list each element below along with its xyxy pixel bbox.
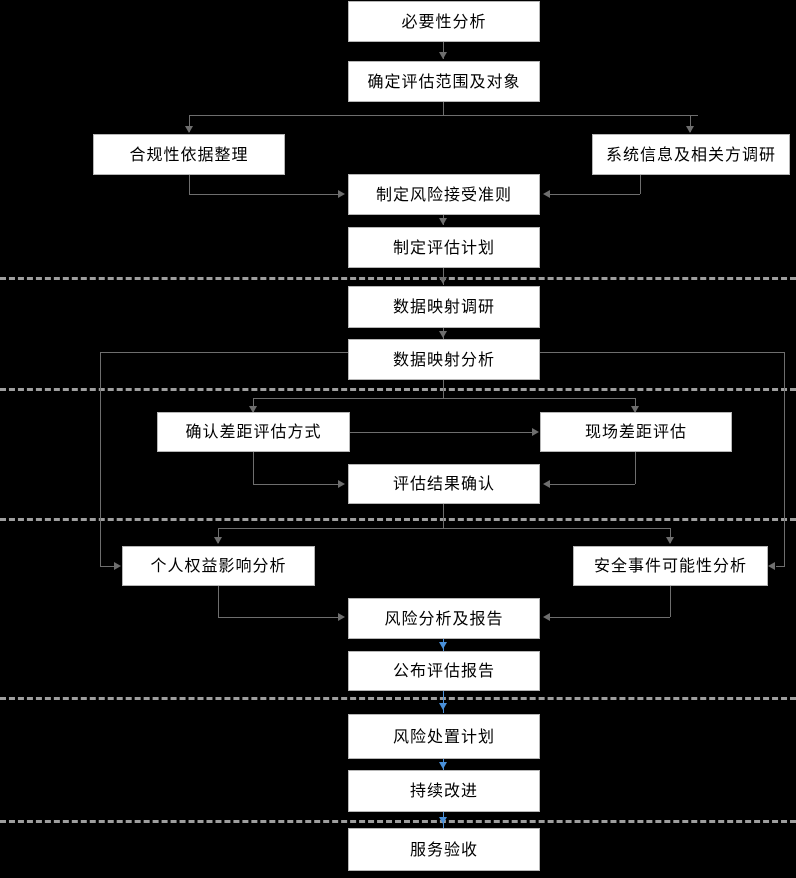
connector-bus-to-onsite xyxy=(635,398,636,412)
node-personal-rights-impact[interactable]: 个人权益影响分析 xyxy=(122,546,315,586)
node-confirm-results[interactable]: 评估结果确认 xyxy=(348,464,540,504)
connector-loop-right-vertical xyxy=(784,352,785,566)
arrowhead-security-to-riskreport xyxy=(543,613,550,621)
phase-separator-3 xyxy=(0,518,796,521)
arrowhead-onsite-to-results xyxy=(543,480,550,488)
arrowhead-riskreport-to-publish xyxy=(439,642,447,649)
arrowhead-loop-left-to-rights xyxy=(114,562,121,570)
arrowhead-gapmethod-to-results xyxy=(338,480,345,488)
arrowhead-bus-to-onsite xyxy=(631,406,639,413)
arrowhead-improvement-to-acceptance xyxy=(439,817,447,824)
connector-bus-to-compliance xyxy=(189,115,190,132)
node-necessity-analysis[interactable]: 必要性分析 xyxy=(348,1,540,42)
node-risk-acceptance-criteria[interactable]: 制定风险接受准则 xyxy=(348,174,540,215)
arrowhead-rights-to-riskreport xyxy=(338,613,345,621)
arrowhead-criteria-to-plan xyxy=(439,218,447,225)
connector-onsite-to-results xyxy=(550,484,635,485)
connector-security-to-riskreport xyxy=(550,617,670,618)
phase-separator-5 xyxy=(0,820,796,823)
connector-bus-to-systeminfo xyxy=(690,115,691,132)
arrowhead-mapping-survey-to-analysis xyxy=(439,331,447,338)
connector-bus-to-rights xyxy=(218,528,219,543)
arrowhead-gapmethod-to-onsite xyxy=(532,428,539,436)
connector-bus-to-gapmethod xyxy=(253,398,254,412)
node-compliance-basis[interactable]: 合规性依据整理 xyxy=(93,134,285,175)
connector-results-down xyxy=(443,504,444,528)
connector-gapmethod-to-onsite xyxy=(350,432,533,433)
node-assessment-plan[interactable]: 制定评估计划 xyxy=(348,227,540,268)
connector-publish-to-treatment xyxy=(443,691,444,713)
node-publish-report[interactable]: 公布评估报告 xyxy=(348,651,540,691)
connector-risk-bus xyxy=(218,528,670,529)
connector-rights-down xyxy=(218,586,219,617)
connector-bus-to-security xyxy=(670,528,671,543)
node-risk-treatment-plan[interactable]: 风险处置计划 xyxy=(348,714,540,759)
arrowhead-bus-to-rights xyxy=(214,537,222,544)
node-data-mapping-analysis[interactable]: 数据映射分析 xyxy=(348,339,540,380)
arrowhead-necessity-to-scope xyxy=(439,52,447,59)
node-security-incident-likelihood[interactable]: 安全事件可能性分析 xyxy=(573,546,768,586)
arrowhead-bus-to-gapmethod xyxy=(249,406,257,413)
connector-loop-right-top xyxy=(540,352,785,353)
connector-gapmethod-to-results xyxy=(253,484,339,485)
connector-scope-bus xyxy=(189,115,698,116)
connector-plan-to-mapping-survey xyxy=(443,268,444,285)
phase-separator-2 xyxy=(0,388,796,391)
connector-necessity-to-scope xyxy=(443,42,444,59)
connector-onsite-down xyxy=(635,452,636,484)
arrowhead-loop-right-to-security xyxy=(768,562,775,570)
node-define-scope[interactable]: 确定评估范围及对象 xyxy=(348,61,540,102)
connector-security-down xyxy=(670,586,671,617)
node-confirm-gap-method[interactable]: 确认差距评估方式 xyxy=(157,412,350,452)
connector-loop-right-bottom xyxy=(776,566,785,567)
phase-separator-4 xyxy=(0,697,796,700)
node-risk-analysis-report[interactable]: 风险分析及报告 xyxy=(348,598,540,639)
arrowhead-bus-to-security xyxy=(666,537,674,544)
node-onsite-gap-assessment[interactable]: 现场差距评估 xyxy=(540,412,732,452)
arrowhead-compliance-to-criteria xyxy=(338,190,345,198)
connector-scope-down xyxy=(443,102,444,115)
connector-mapping-analysis-down xyxy=(443,380,444,398)
node-system-info-survey[interactable]: 系统信息及相关方调研 xyxy=(592,134,790,175)
node-data-mapping-survey[interactable]: 数据映射调研 xyxy=(348,286,540,328)
node-continuous-improvement[interactable]: 持续改进 xyxy=(348,770,540,812)
arrowhead-plan-to-mapping-survey xyxy=(439,277,447,284)
connector-compliance-down xyxy=(189,175,190,194)
phase-separator-1 xyxy=(0,277,796,280)
arrowhead-publish-to-treatment xyxy=(439,703,447,710)
node-service-acceptance[interactable]: 服务验收 xyxy=(348,828,540,871)
connector-gapmethod-down xyxy=(253,452,254,484)
connector-rights-to-riskreport xyxy=(218,617,339,618)
connector-gap-bus xyxy=(253,398,635,399)
connector-compliance-right xyxy=(189,194,339,195)
arrowhead-treatment-to-improvement xyxy=(439,762,447,769)
connector-systeminfo-down xyxy=(640,175,641,194)
arrowhead-systeminfo-to-criteria xyxy=(543,190,550,198)
arrowhead-bus-to-systeminfo xyxy=(686,126,694,133)
arrowhead-bus-to-compliance xyxy=(185,126,193,133)
connector-loop-left-vertical xyxy=(100,352,101,566)
connector-loop-left-top xyxy=(100,352,348,353)
connector-loop-left-bottom xyxy=(100,566,115,567)
connector-criteria-to-plan xyxy=(443,210,444,225)
connector-systeminfo-left xyxy=(550,194,640,195)
